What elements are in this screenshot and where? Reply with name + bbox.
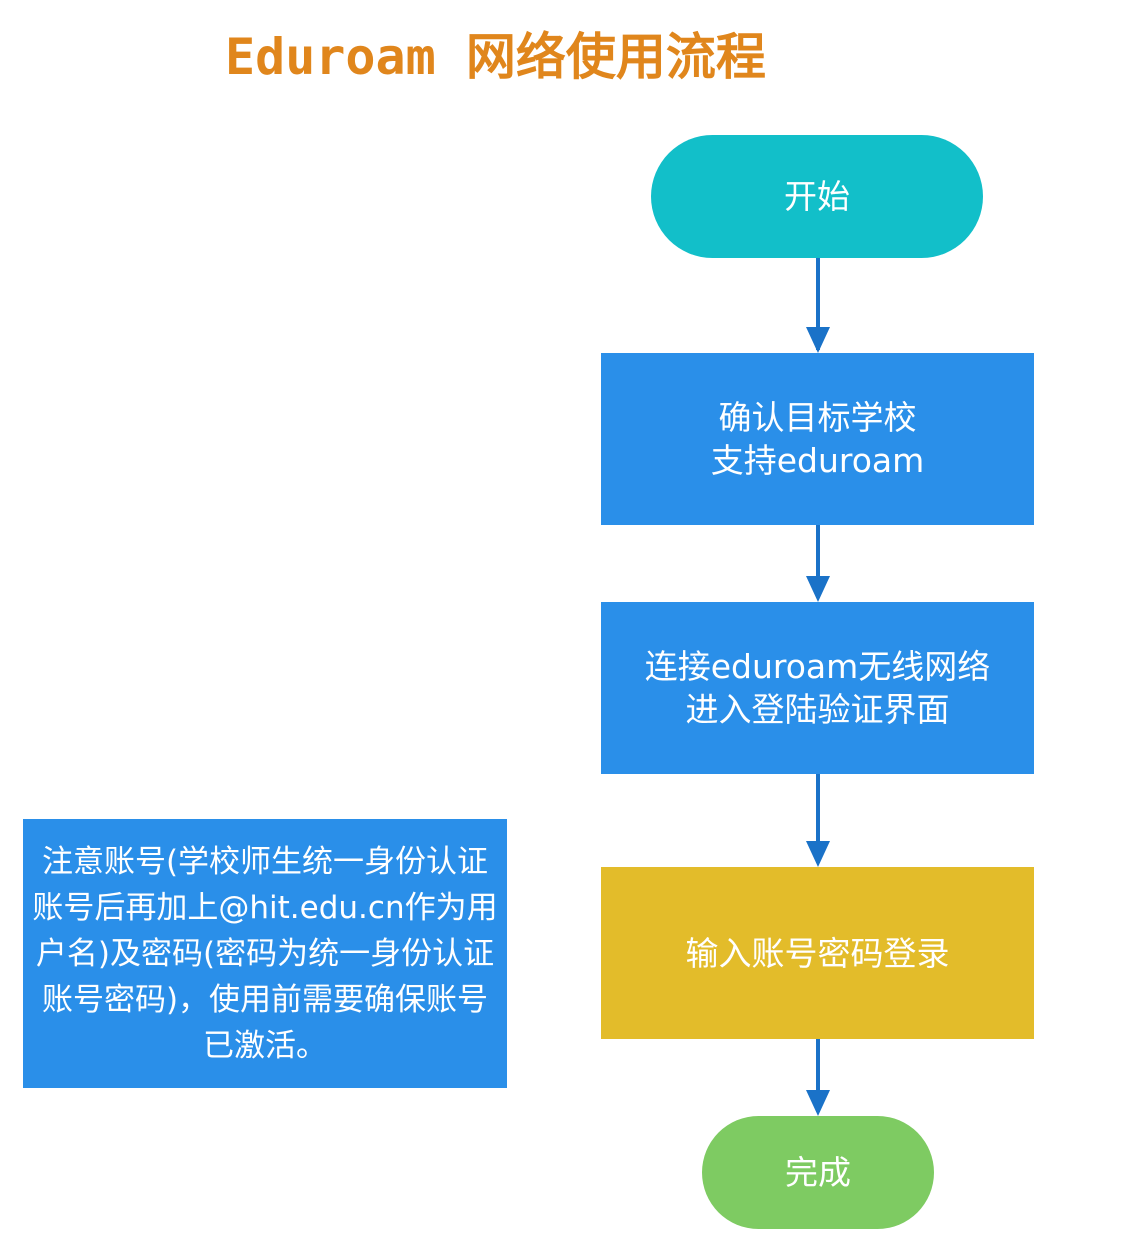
arrowhead-step3-to-end (806, 1090, 830, 1116)
arrowhead-start-to-step1 (806, 327, 830, 353)
confirm-school-support-node: 确认目标学校 支持eduroam (601, 353, 1034, 525)
arrowhead-step1-to-step2 (806, 576, 830, 602)
account-note: 注意账号(学校师生统一身份认证账号后再加上@hit.edu.cn作为用户名)及密… (23, 819, 507, 1088)
arrowhead-step2-to-step3 (806, 841, 830, 867)
diagram-title: Eduroam 网络使用流程 (225, 28, 766, 86)
login-node: 输入账号密码登录 (601, 867, 1034, 1039)
start-node: 开始 (651, 135, 983, 258)
end-node: 完成 (702, 1116, 934, 1229)
connect-network-node: 连接eduroam无线网络 进入登陆验证界面 (601, 602, 1034, 774)
